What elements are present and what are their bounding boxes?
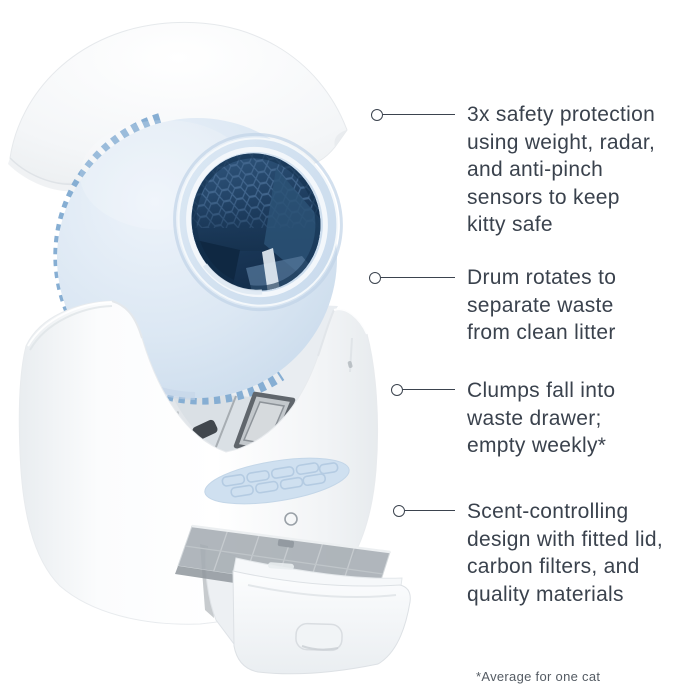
callout-dot-icon (371, 108, 383, 121)
status-light (284, 512, 298, 526)
callout-dot-icon (393, 504, 405, 517)
callout-text-line: Scent-controlling (467, 500, 629, 523)
callout-text-line: kitty safe (467, 213, 553, 236)
callout-line (403, 388, 455, 391)
callout-dot-icon (391, 383, 403, 396)
callout-drum-marker (369, 271, 455, 284)
callout-safety-marker (371, 108, 455, 121)
callout-text-line: separate waste (467, 293, 614, 317)
callout-text-line: sensors to keep (467, 185, 620, 209)
waste-drawer[interactable] (175, 524, 411, 675)
callout-line (381, 276, 455, 279)
callout-text-line: empty weekly* (467, 434, 607, 457)
callout-text-line: using weight, radar, (467, 130, 656, 154)
callout-text-line: waste drawer; (467, 406, 602, 430)
drum-opening (173, 132, 343, 312)
drawer-front[interactable] (232, 562, 411, 675)
callout-text-line: 3x safety protection (467, 103, 656, 126)
control-pad[interactable] (202, 450, 352, 512)
callout-text-line: from clean litter (467, 321, 616, 344)
callout-line (383, 113, 455, 116)
litter-track (159, 391, 296, 455)
callout-scent-marker (393, 504, 455, 517)
callout-dot-icon (369, 271, 381, 284)
callout-text-line: and anti-pinch (467, 158, 604, 181)
callout-line (405, 509, 455, 512)
callout-scent-text: Scent-controlling design with fitted lid… (467, 498, 663, 608)
callout-text-line: carbon filters, and (467, 555, 640, 578)
callout-safety-text: 3x safety protection using weight, radar… (467, 101, 655, 239)
footnote: *Average for one cat (476, 669, 601, 684)
callout-drawer-text: Clumps fall into waste drawer; empty wee… (467, 377, 615, 460)
callout-text-line: quality materials (467, 582, 624, 606)
callout-text-line: Drum rotates to (467, 266, 617, 289)
callout-text-line: Clumps fall into (467, 379, 616, 402)
drum-motor-connector (192, 419, 218, 441)
callout-drawer-marker (391, 383, 455, 396)
callout-drum-text: Drum rotates to separate waste from clea… (467, 264, 616, 347)
control-pad-buttons[interactable] (221, 459, 340, 498)
callout-text-line: design with fitted lid, (467, 527, 664, 551)
